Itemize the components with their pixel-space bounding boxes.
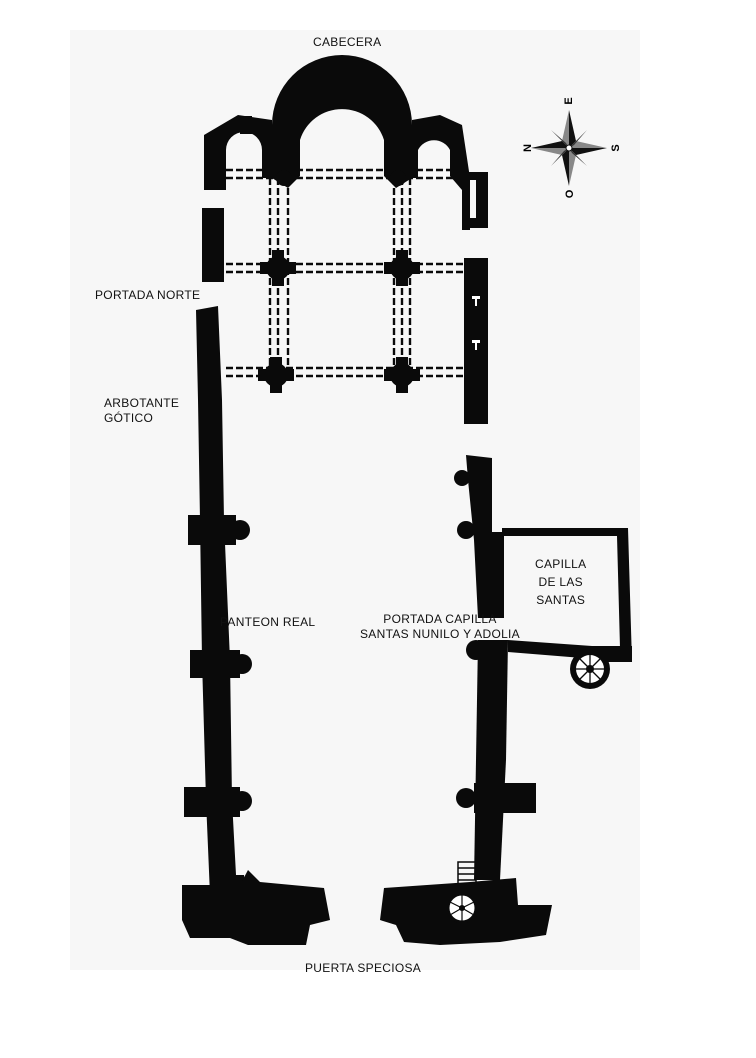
apse-pier-north: [276, 170, 292, 186]
sacristy-wall: [462, 172, 488, 228]
south-buttress: [474, 783, 536, 813]
apse-pier-south: [390, 170, 406, 186]
north-buttress-1: [188, 515, 236, 545]
walls: [182, 55, 632, 945]
apse-buttress: [332, 72, 354, 90]
pier-1: [260, 250, 296, 286]
compass-north: N: [522, 144, 534, 152]
north-respond-2: [232, 654, 252, 674]
stair-steps: [457, 861, 477, 885]
south-respond-0: [454, 470, 470, 486]
label-portada-norte: PORTADA NORTE: [95, 288, 201, 302]
north-nave-wall: [196, 306, 246, 895]
label-puerta-speciosa: PUERTA SPECIOSA: [305, 961, 422, 975]
capilla-spiral-staircase: [570, 649, 610, 689]
south-respond-1: [457, 521, 475, 539]
label-portada-capilla-line-1: PORTADA CAPILLA: [383, 612, 497, 626]
label-arbotante-line-1: ARBOTANTE: [104, 396, 180, 410]
north-transept-wall: [202, 208, 224, 282]
label-capilla-line-1: CAPILLA: [535, 557, 587, 571]
compass-rose-icon: N S E O: [522, 97, 622, 198]
label-capilla-line-2: DE LAS: [538, 575, 583, 589]
south-wall-segment: [478, 532, 504, 618]
label-portada-capilla: PORTADA CAPILLA SANTAS NUNILO Y ADOLIA: [360, 612, 520, 642]
main-apse: [272, 55, 412, 188]
crossing-piers: [258, 170, 420, 393]
south-apse-buttress: [432, 118, 444, 136]
label-arbotante-line-2: GÓTICO: [104, 411, 154, 425]
label-capilla-de-las-santas: CAPILLA DE LAS SANTAS: [535, 555, 586, 609]
compass-east: E: [563, 97, 575, 104]
north-buttress-3: [184, 787, 240, 817]
west-facade-north: [182, 870, 330, 945]
scan-background: [70, 30, 640, 970]
north-respond-3: [232, 791, 252, 811]
pier-2: [384, 250, 420, 286]
label-arbotante: ARBOTANTE GÓTICO: [104, 396, 179, 426]
south-respond-2: [456, 788, 476, 808]
south-nave-wall-lower: [474, 640, 508, 880]
south-respond-3: [466, 640, 486, 660]
label-cabecera: CABECERA: [313, 35, 382, 49]
spiral-staircase: [446, 892, 478, 924]
transept-windows: [472, 296, 480, 350]
label-portada-capilla-line-2: SANTAS NUNILO Y ADOLIA: [360, 627, 520, 641]
compass-west: O: [564, 189, 576, 198]
north-respond-1: [230, 520, 250, 540]
pier-4: [384, 357, 420, 393]
north-apse: [204, 115, 272, 190]
label-panteon-real: PANTEON REAL: [220, 615, 316, 629]
south-apse: [412, 115, 470, 230]
compass-south: S: [610, 144, 622, 151]
north-apse-buttress: [240, 116, 252, 134]
north-buttress-2: [190, 650, 240, 678]
label-capilla-line-3: SANTAS: [536, 593, 586, 607]
pier-3: [258, 357, 294, 393]
